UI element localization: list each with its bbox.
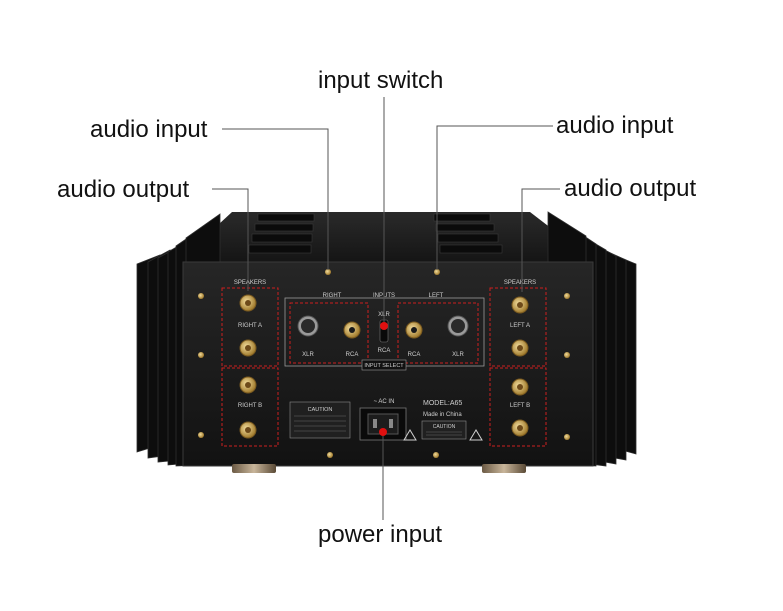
xlr-jack-right[interactable]: [297, 315, 319, 337]
power-input-label: power input: [318, 521, 443, 548]
xlr-right-text: XLR: [302, 352, 314, 358]
top-vents: [248, 213, 503, 254]
power-input-marker: [379, 428, 387, 436]
leader-audio-input-right: [436, 125, 553, 270]
speakers-left-text: SPEAKERS: [234, 280, 266, 286]
input-select-text: INPUT SELECT: [364, 363, 404, 369]
speaker-terminals-left[interactable]: [239, 294, 257, 439]
input-switch-marker: [380, 322, 388, 330]
model-text: MODEL:A65: [423, 400, 462, 407]
top-cover: [178, 212, 595, 262]
leader-audio-input-left: [222, 128, 329, 270]
caution-right-text: CAUTION: [433, 424, 456, 430]
speakers-right-text: SPEAKERS: [504, 280, 536, 286]
caution-plate-right: CAUTION: [421, 420, 467, 440]
audio-output-left-label: audio output: [57, 176, 190, 203]
caution-plate-left: CAUTION: [289, 401, 351, 439]
leader-audio-output-right: [521, 188, 560, 292]
right-b-text: RIGHT B: [238, 403, 262, 409]
warning-triangle-left-icon: [403, 429, 417, 441]
right-foot: [482, 464, 526, 473]
right-inputs-text: RIGHT: [323, 293, 342, 299]
made-in-text: Made in China: [423, 412, 462, 418]
audio-input-left-label: audio input: [90, 116, 208, 143]
speakers-right-block: SPEAKERS LEFT A LEFT B: [489, 280, 547, 447]
rca-right-text: RCA: [346, 352, 359, 358]
leader-audio-output-left: [212, 188, 249, 291]
speaker-terminals-right[interactable]: [511, 296, 529, 437]
xlr-jack-left[interactable]: [447, 315, 469, 337]
rca-left-text: RCA: [408, 352, 421, 358]
leader-lines: [212, 97, 560, 520]
caution-left-text: CAUTION: [308, 407, 333, 413]
ac-in-text: ~ AC IN: [374, 399, 395, 405]
rca-jack-right[interactable]: [343, 321, 361, 339]
left-a-text: LEFT A: [510, 323, 530, 329]
xlr-left-text: XLR: [452, 352, 464, 358]
left-b-text: LEFT B: [510, 403, 530, 409]
rca-jack-left[interactable]: [405, 321, 423, 339]
input-switch-label: input switch: [318, 67, 444, 94]
switch-rca-text: RCA: [378, 348, 391, 354]
panel-screws: [198, 269, 570, 458]
audio-input-right-label: audio input: [556, 112, 674, 139]
left-inputs-text: LEFT: [429, 293, 444, 299]
right-a-text: RIGHT A: [238, 323, 262, 329]
warning-triangle-right-icon: [469, 429, 483, 441]
audio-output-right-label: audio output: [564, 175, 697, 202]
speakers-left-block: SPEAKERS RIGHT A RIGHT B: [221, 280, 279, 447]
left-foot: [232, 464, 276, 473]
